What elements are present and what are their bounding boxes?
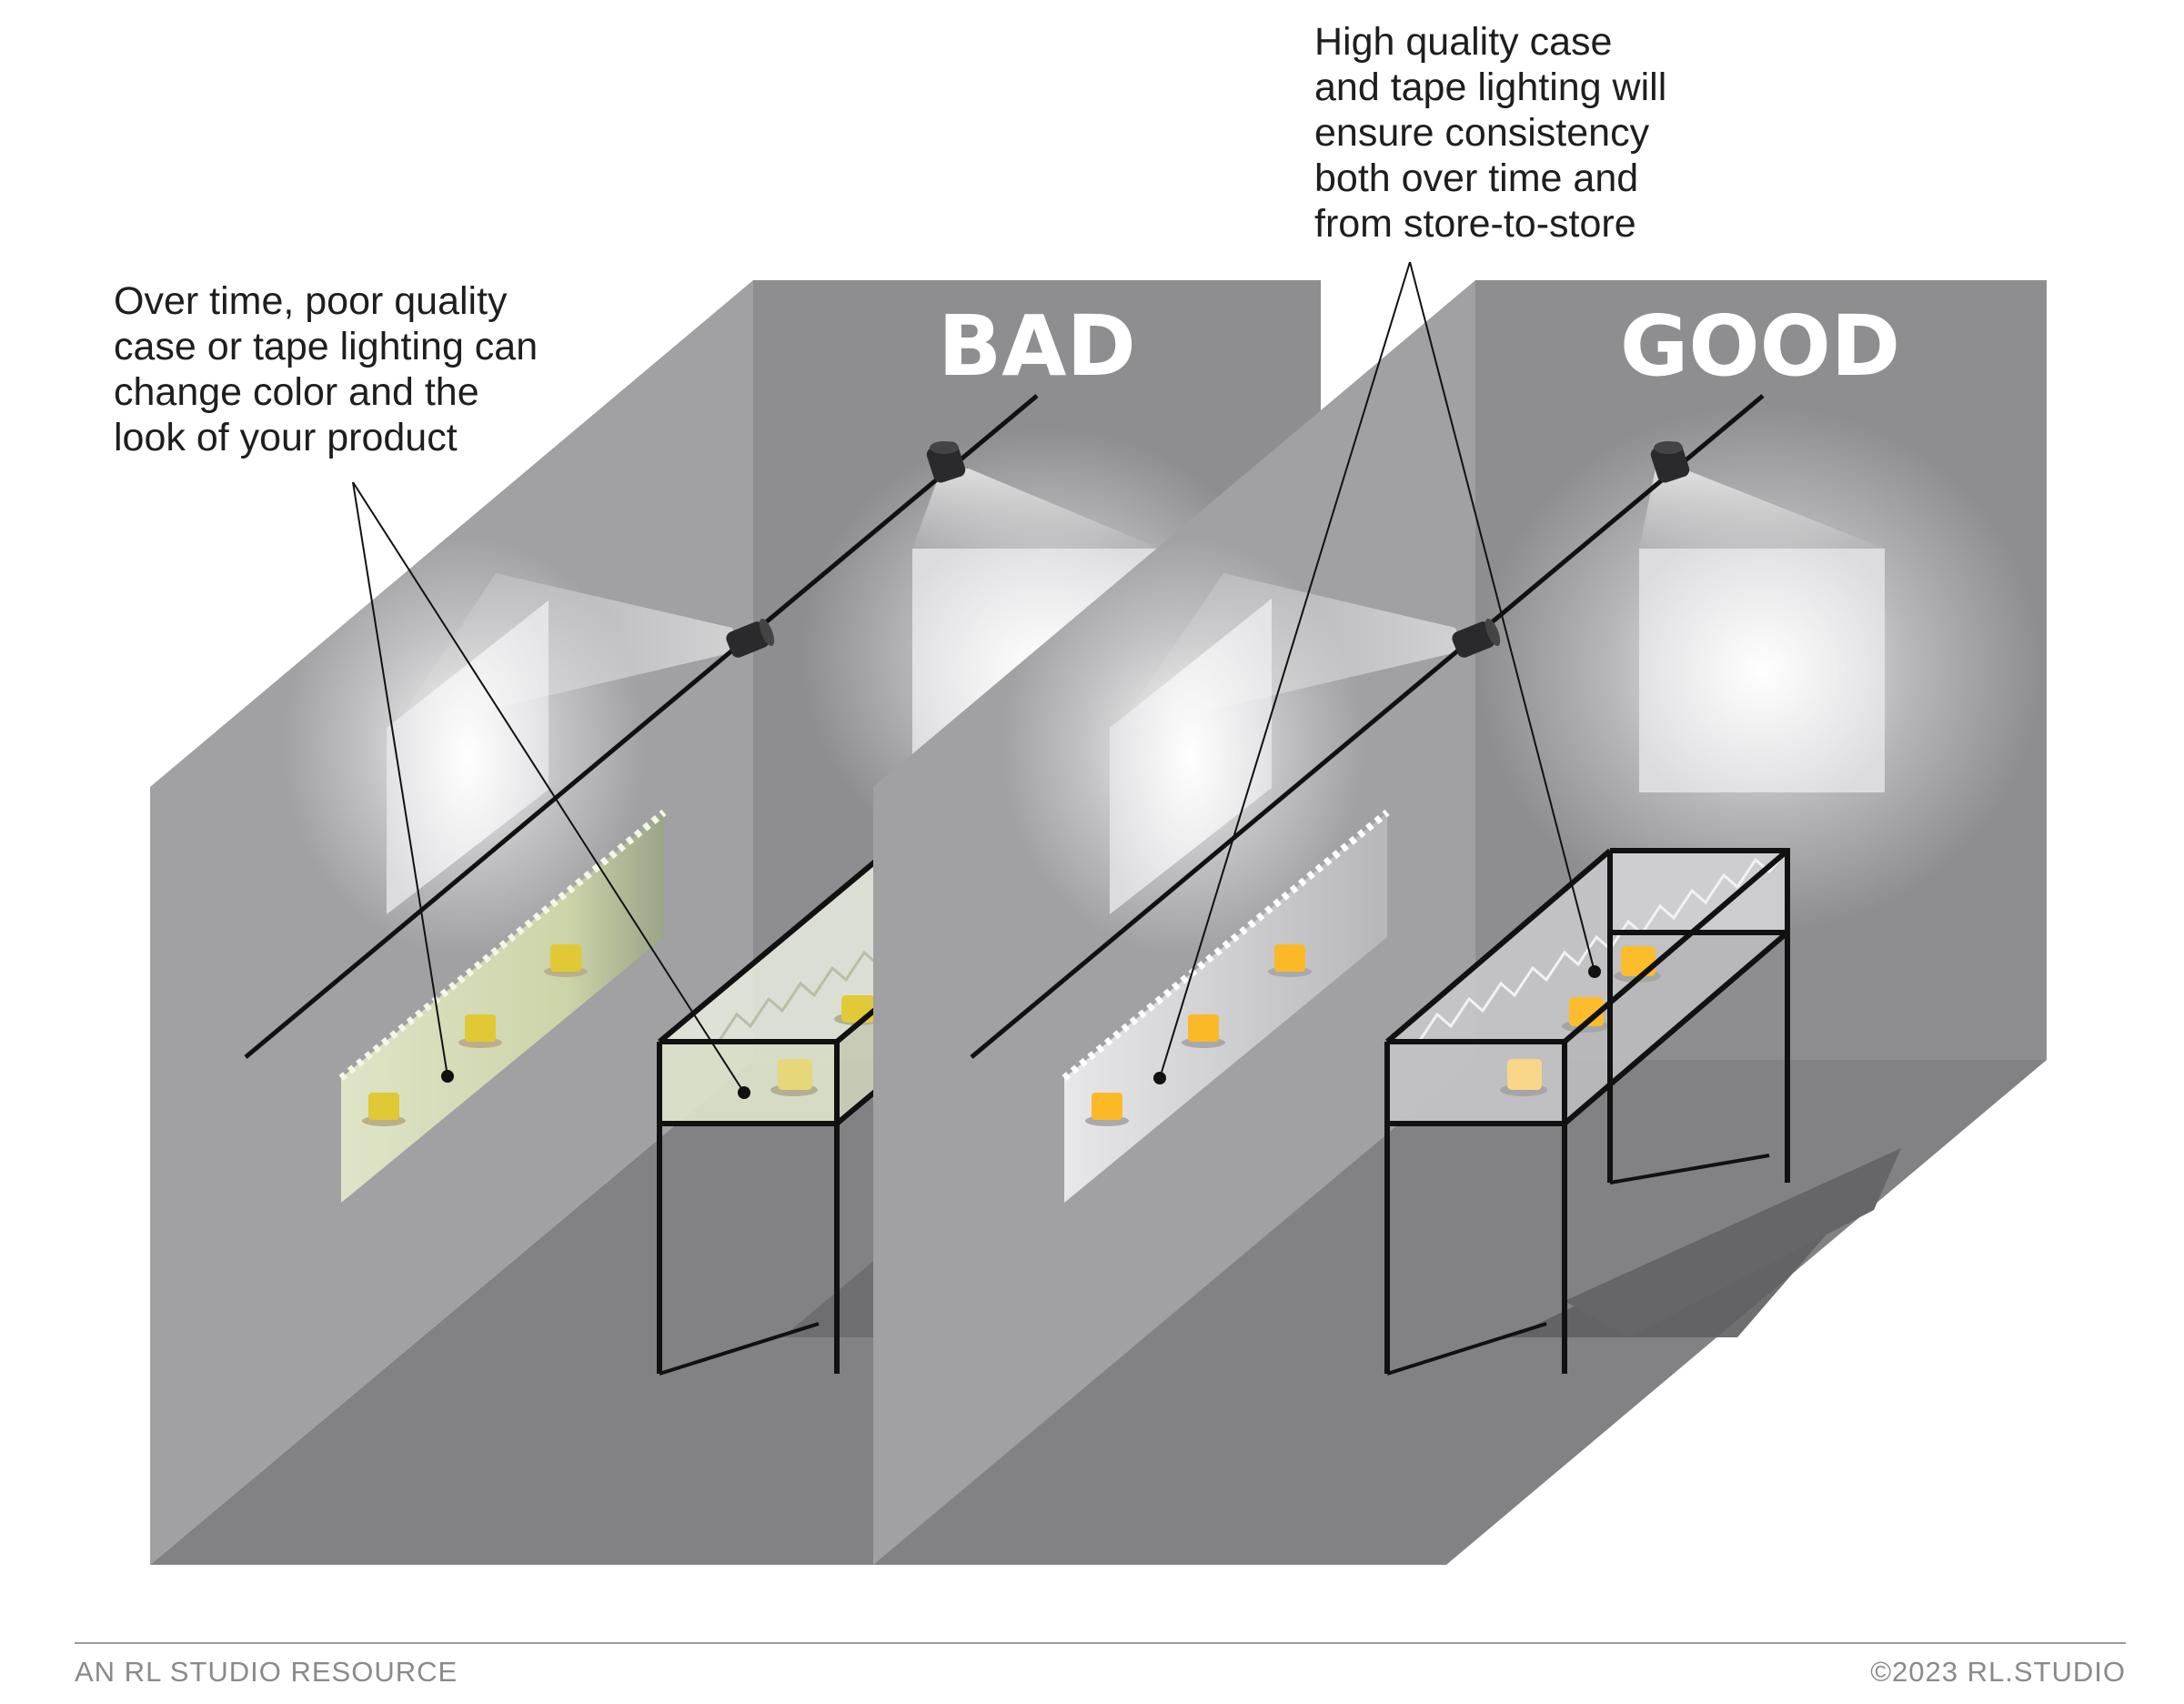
bad-leader-dot-1 <box>441 1070 454 1083</box>
good-note-line-4: both over time and <box>1314 156 1638 200</box>
good-back-artwork <box>1639 549 1885 792</box>
bad-note-line-4: look of your product <box>114 416 458 459</box>
good-leader-line-1 <box>1159 261 1411 1079</box>
bad-tape-light-strip <box>338 809 667 1082</box>
good-note-line-5: from store-to-store <box>1314 202 1636 246</box>
good-floor <box>871 1060 2047 1565</box>
bad-wall-niche <box>341 812 664 1203</box>
bad-spotlight-side <box>726 618 775 658</box>
bad-side-beam <box>391 573 741 732</box>
footer-left-text: AN RL STUDIO RESOURCE <box>75 1656 458 1688</box>
good-niche-products <box>1085 944 1312 1126</box>
bad-leader-line-1 <box>352 481 448 1077</box>
bad-note-line-3: change color and the <box>114 370 479 414</box>
good-leader-dot-2 <box>1588 965 1601 978</box>
bad-spotlight-back <box>926 441 966 483</box>
good-note-line-2: and tape lighting will <box>1314 66 1666 109</box>
good-leader-line-2 <box>1409 261 1595 973</box>
good-spotlight-back <box>1650 441 1690 483</box>
good-annotation: High quality case and tape lighting will… <box>1153 20 1666 1084</box>
bad-note-line-1: Over time, poor quality <box>114 279 508 323</box>
good-spotlight-side <box>1452 618 1501 658</box>
good-tape-light-strip <box>1062 809 1390 1082</box>
good-panel: GOOD <box>871 280 2047 1565</box>
bad-light-track <box>244 394 1039 1059</box>
good-note-line-3: ensure consistency <box>1314 111 1650 155</box>
bad-niche-products <box>362 944 588 1126</box>
good-note-line-1: High quality case <box>1314 20 1612 64</box>
bad-leader-line-2 <box>352 481 745 1094</box>
good-leader-dot-1 <box>1153 1072 1166 1084</box>
good-light-track <box>970 394 1765 1059</box>
footer: AN RL STUDIO RESOURCE ©2023 RL.STUDIO <box>75 1642 2126 1688</box>
bad-annotation: Over time, poor quality case or tape lig… <box>114 279 750 1099</box>
bad-note-line-2: case or tape lighting can <box>114 325 538 368</box>
good-wall-niche <box>1064 812 1387 1203</box>
good-label: GOOD <box>1620 297 1900 395</box>
footer-right-text: ©2023 RL.STUDIO <box>1870 1656 2126 1688</box>
good-back-beam <box>1639 469 1885 549</box>
bad-label: BAD <box>938 297 1136 395</box>
bad-back-beam <box>912 469 1160 549</box>
bad-leader-dot-2 <box>738 1086 750 1099</box>
